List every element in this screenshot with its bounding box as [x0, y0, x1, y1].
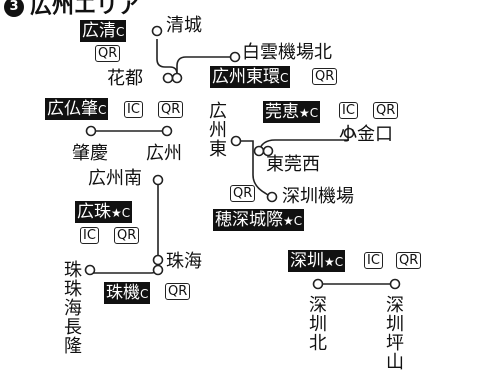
ic-tag: IC	[124, 101, 143, 118]
qr-tag: QR	[158, 101, 184, 118]
qr-tag: QR	[312, 68, 338, 85]
station-label-shenzhen-pingshan: 深圳坪山	[386, 295, 404, 373]
station-marker-huadu-2	[171, 72, 183, 84]
qr-tag: QR	[373, 102, 399, 119]
station-label-guangzhou-east: 広州東	[209, 101, 227, 160]
area-title: 3 広州エリア	[0, 0, 140, 19]
station-marker-guangzhou	[161, 125, 173, 137]
station-label-guangzhou-south: 広州南	[88, 168, 142, 189]
line-badge-suishen: 穂深城際★C	[213, 209, 305, 231]
qr-tag: QR	[230, 185, 256, 202]
line-badge-zhuji: 珠機C	[104, 282, 151, 304]
station-label-baiyun-airport-north: 白雲機場北	[242, 42, 332, 63]
station-label-qingcheng: 清城	[166, 15, 202, 36]
station-marker-dongguan-west-1	[253, 145, 265, 157]
qr-tag: QR	[396, 252, 422, 269]
station-label-shenzhen-north: 深圳北	[309, 295, 327, 354]
area-number-badge: 3	[4, 0, 24, 17]
station-label-huadu: 花都	[107, 68, 143, 89]
area-title-text: 広州エリア	[30, 0, 141, 19]
station-marker-shenzhen-pingshan	[389, 278, 401, 290]
station-label-zhaoqing: 肇慶	[72, 143, 108, 164]
line-badge-guangzhou-east-ring: 広州東環C	[210, 66, 291, 88]
station-label-zhu: 珠	[64, 260, 82, 281]
station-label-zhuhai: 珠海	[166, 251, 202, 272]
station-marker-zhuji	[152, 264, 164, 276]
station-marker-shenzhen-airport	[266, 191, 278, 203]
station-marker-shenzhen-north	[312, 278, 324, 290]
ic-tag: IC	[339, 102, 358, 119]
line-guangqing	[156, 39, 178, 77]
station-marker-xiaojinkou	[343, 127, 355, 139]
qr-tag: QR	[95, 45, 121, 62]
ic-tag: IC	[80, 227, 99, 244]
station-marker-qingcheng	[151, 25, 163, 37]
station-label-dongguan-west: 東莞西	[266, 154, 320, 175]
line-suishen	[239, 140, 269, 196]
line-guangzhou-east-ring	[176, 56, 231, 77]
station-label-shenzhen-airport: 深圳機場	[282, 186, 354, 207]
line-badge-guangfozhao: 広仏肇C	[45, 98, 109, 120]
station-label-guangzhou: 広州	[146, 143, 182, 164]
station-label-zhuhai-changlong: 珠海長隆	[64, 279, 82, 357]
ic-tag: IC	[364, 252, 383, 269]
qr-tag: QR	[165, 283, 191, 300]
qr-tag: QR	[114, 227, 140, 244]
station-marker-dongguan-west-2	[262, 145, 274, 157]
station-marker-huadu-1	[162, 72, 174, 84]
station-marker-baiyun	[229, 51, 241, 63]
line-badge-guangqing: 広清C	[80, 20, 127, 42]
line-badge-shenshan: 深圳★C	[288, 250, 346, 272]
station-marker-zhuhai	[152, 254, 164, 266]
station-marker-guangzhou-south	[152, 174, 164, 186]
line-badge-guanhui: 莞恵★C	[263, 101, 321, 123]
station-marker-zhaoqing	[85, 125, 97, 137]
station-label-xiaojinkou: 小金口	[339, 124, 393, 145]
station-marker-zhu	[84, 264, 96, 276]
line-badge-guangzhu: 広珠★C	[75, 201, 133, 223]
station-marker-guangzhou-east	[230, 135, 242, 147]
